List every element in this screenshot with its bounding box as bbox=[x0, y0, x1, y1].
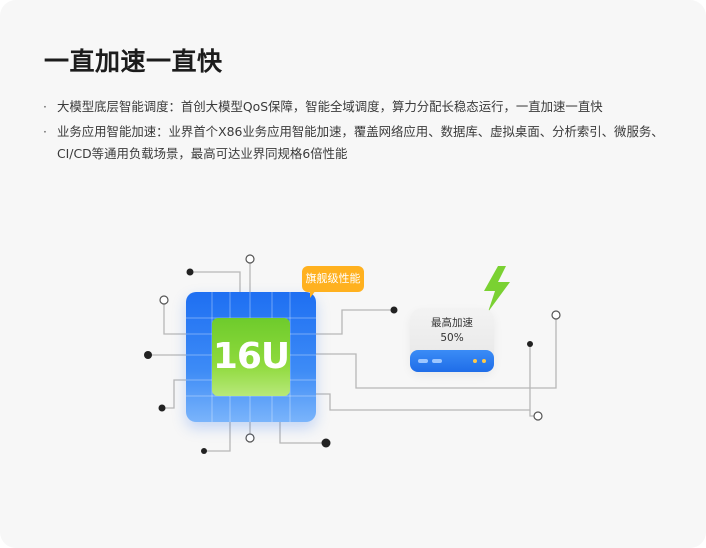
device-led bbox=[482, 359, 486, 363]
badge-tail bbox=[310, 290, 322, 298]
circuit-node bbox=[158, 404, 166, 412]
bullet-dot: · bbox=[43, 99, 47, 114]
bullet-text: 大模型底层智能调度：首创大模型QoS保障，智能全域调度，算力分配长稳态运行，一直… bbox=[57, 99, 603, 114]
circuit-trace bbox=[163, 300, 186, 335]
device-value: 50% bbox=[440, 332, 464, 344]
device-led bbox=[473, 359, 477, 363]
circuit-trace bbox=[316, 309, 394, 335]
circuit-lines bbox=[144, 254, 561, 454]
circuit-node bbox=[245, 254, 255, 264]
circuit-node bbox=[527, 341, 533, 347]
circuit-node bbox=[159, 295, 169, 305]
acceleration-illustration: 16U 旗舰级性能 最高加速 50% bbox=[130, 244, 580, 474]
list-item: · 业务应用智能加速：业界首个X86业务应用智能加速，覆盖网络应用、数据库、虚拟… bbox=[42, 121, 666, 166]
device-led bbox=[432, 359, 442, 363]
feature-list: · 大模型底层智能调度：首创大模型QoS保障，智能全域调度，算力分配长稳态运行，… bbox=[42, 96, 666, 168]
circuit-trace bbox=[279, 422, 326, 444]
chip-core-label: 16U bbox=[212, 318, 290, 396]
circuit-trace bbox=[162, 379, 186, 409]
circuit-node bbox=[321, 438, 331, 448]
bullet-dot: · bbox=[43, 123, 47, 139]
circuit-node bbox=[551, 310, 561, 320]
lightning-bolt-icon bbox=[484, 266, 510, 312]
device-led bbox=[418, 359, 428, 363]
circuit-trace bbox=[316, 315, 557, 389]
circuit-node bbox=[201, 448, 207, 454]
circuit-node bbox=[186, 268, 194, 276]
section-title: 一直加速一直快 bbox=[44, 47, 223, 76]
circuit-trace bbox=[316, 344, 531, 411]
device-base bbox=[410, 350, 494, 372]
circuit-trace bbox=[204, 422, 231, 452]
bullet-text: 业务应用智能加速：业界首个X86业务应用智能加速，覆盖网络应用、数据库、虚拟桌面… bbox=[57, 123, 664, 162]
device-label: 最高加速 bbox=[431, 317, 473, 329]
performance-badge: 旗舰级性能 bbox=[302, 266, 364, 292]
circuit-node bbox=[390, 306, 398, 314]
list-item: · 大模型底层智能调度：首创大模型QoS保障，智能全域调度，算力分配长稳态运行，… bbox=[42, 96, 666, 119]
circuit-node bbox=[533, 411, 543, 421]
circuit-node bbox=[245, 433, 255, 443]
circuit-node bbox=[144, 351, 152, 359]
